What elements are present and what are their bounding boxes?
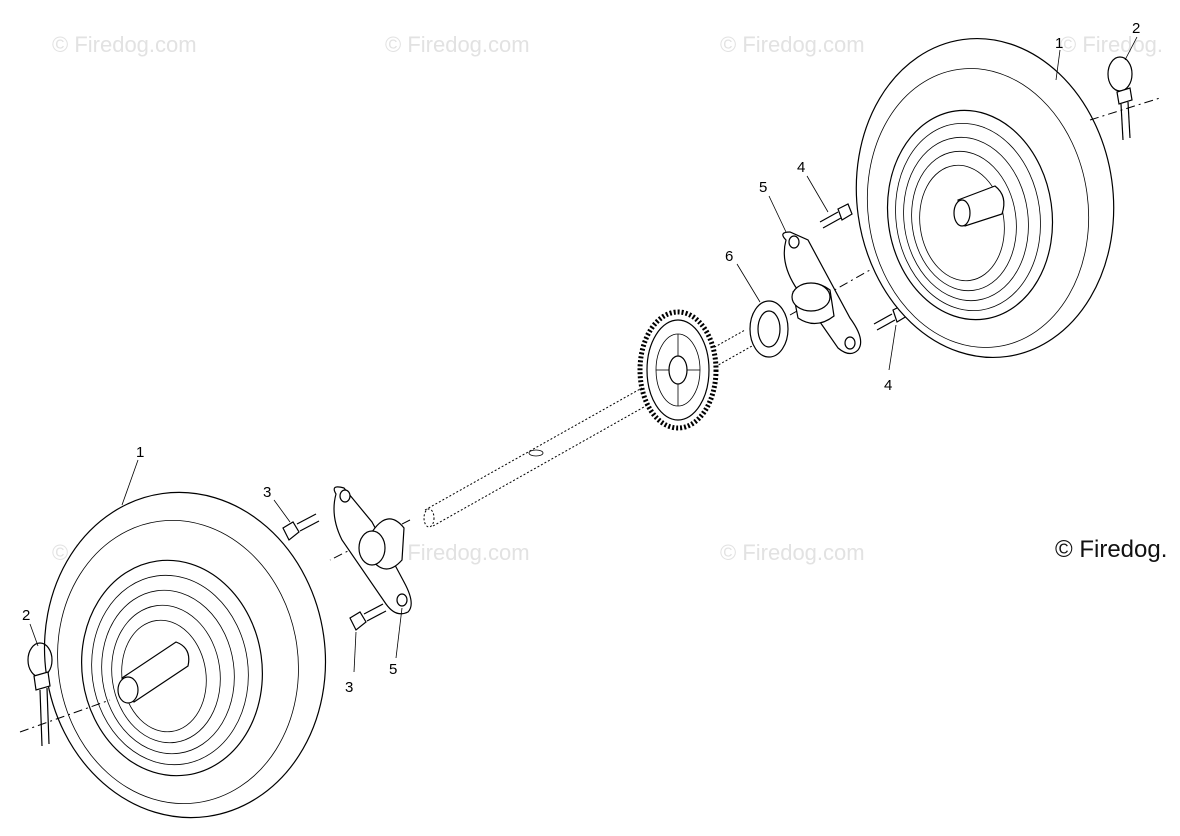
callout-label: 3	[345, 679, 353, 696]
wheel-left	[43, 491, 327, 819]
callout-label: 4	[797, 159, 805, 176]
callout-label: 2	[22, 607, 30, 624]
axle-gear	[637, 309, 719, 431]
callout-label: 4	[884, 377, 892, 394]
bolt-left-top	[282, 513, 320, 541]
callout-label: 6	[725, 248, 733, 265]
callout-label: 1	[1055, 35, 1063, 52]
callout-label: 2	[1132, 20, 1140, 37]
watermark: © Firedog.	[1060, 32, 1164, 57]
watermark: © Firedog.com	[385, 540, 530, 565]
flange-bearing-left	[333, 486, 412, 615]
axle-shaft	[329, 269, 871, 561]
callout-label: 5	[759, 179, 767, 196]
lynch-pin-left	[19, 642, 111, 747]
wheel-right	[855, 37, 1115, 359]
watermark: © Firedog.com	[385, 32, 530, 57]
callout-label: 3	[263, 484, 271, 501]
lynch-pin-right	[1089, 56, 1161, 141]
watermark: © Firedog.com	[720, 32, 865, 57]
flange-bearing-right	[782, 231, 862, 355]
watermark: © Firedog.com	[52, 32, 197, 57]
callout-label: 5	[389, 661, 397, 678]
watermark-dark: © Firedog.	[1055, 536, 1168, 563]
leader-lines	[29, 36, 1138, 673]
washer	[749, 300, 789, 358]
bolt-left-bottom	[349, 603, 387, 631]
bolt-right-top	[819, 203, 853, 229]
callout-label: 1	[136, 444, 144, 461]
watermark: © Firedog.com	[720, 540, 865, 565]
